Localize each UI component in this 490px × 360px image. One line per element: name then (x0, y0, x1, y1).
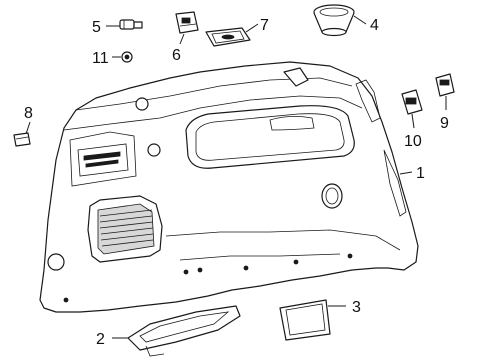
callout-10: 10 (404, 133, 422, 150)
cup-pocket (313, 4, 355, 37)
speaker-grille (97, 203, 155, 255)
callout-5: 5 (92, 19, 101, 36)
callout-4: 4 (370, 17, 379, 34)
callout-1: 1 (416, 165, 425, 182)
nut (121, 51, 133, 63)
callout-2: 2 (96, 331, 105, 348)
panel-insert (279, 299, 331, 341)
callout-labels: 5 11 6 7 4 8 9 10 1 2 3 (24, 17, 449, 348)
screw (119, 19, 143, 30)
callout-9: 9 (440, 115, 449, 132)
callout-8: 8 (24, 105, 33, 122)
callout-7: 7 (260, 17, 269, 34)
pad (13, 132, 31, 147)
callout-3: 3 (352, 299, 361, 316)
callout-11: 11 (92, 50, 109, 67)
latch (435, 73, 455, 97)
clip-bracket (175, 11, 199, 34)
callout-6: 6 (172, 47, 181, 64)
quarter-trim-panel (39, 61, 419, 313)
bracket (401, 89, 423, 115)
storage-bin (127, 305, 241, 357)
trim-bezel (205, 27, 251, 47)
leader-lines (25, 15, 447, 339)
mounting-clips (63, 253, 353, 303)
